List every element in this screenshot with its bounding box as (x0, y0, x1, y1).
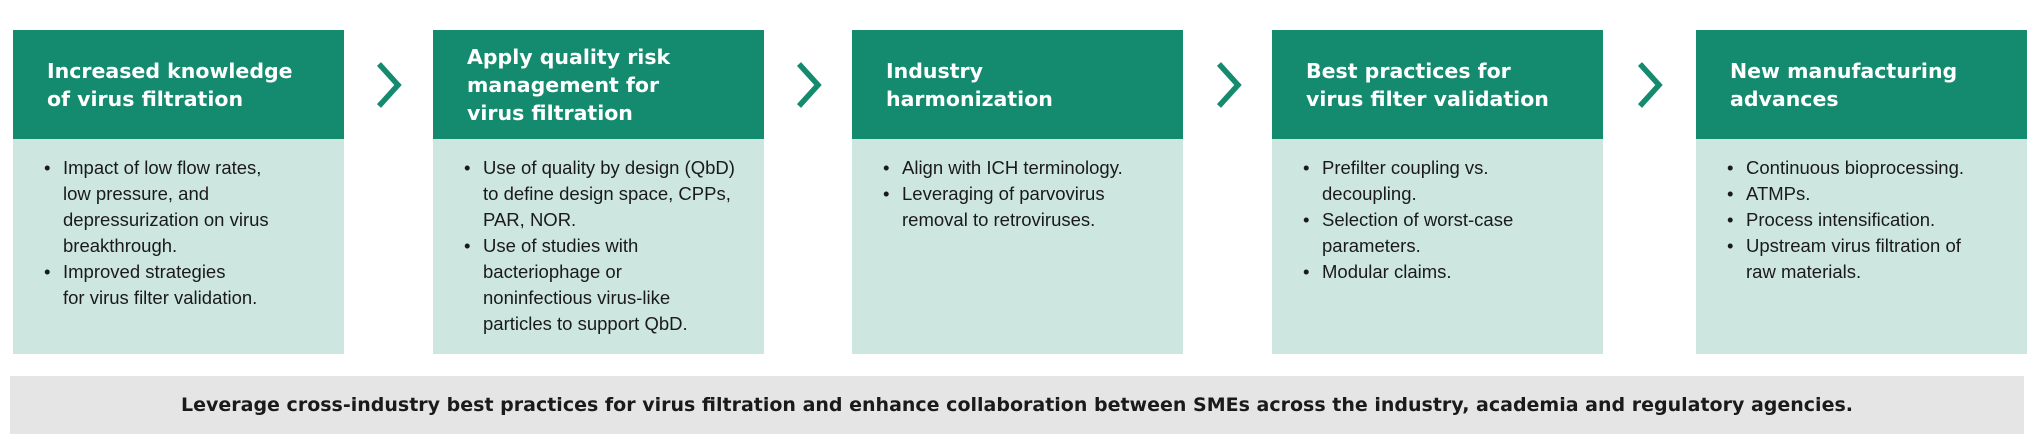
bullet-list: Prefilter coupling vs. decoupling. Selec… (1300, 155, 1593, 285)
column-risk-management: Apply quality risk management for virus … (433, 30, 764, 354)
column-body: Continuous bioprocessing. ATMPs. Process… (1696, 139, 2027, 285)
chevron-right-icon (376, 62, 402, 108)
column-header: Best practices for virus filter validati… (1272, 30, 1603, 139)
bullet-item: Impact of low flow rates, low pressure, … (41, 155, 334, 259)
bullet-list: Continuous bioprocessing. ATMPs. Process… (1724, 155, 2017, 285)
column-header: Increased knowledge of virus filtration (13, 30, 344, 139)
chevron-right-icon (1637, 62, 1663, 108)
bullet-item: ATMPs. (1724, 181, 2017, 207)
summary-banner: Leverage cross-industry best practices f… (10, 376, 2024, 434)
column-best-practices: Best practices for virus filter validati… (1272, 30, 1603, 354)
bullet-item: Leveraging of parvovirus removal to retr… (880, 181, 1173, 233)
bullet-list: Impact of low flow rates, low pressure, … (41, 155, 334, 311)
bullet-list: Use of quality by design (QbD) to define… (461, 155, 754, 337)
column-harmonization: Industry harmonization Align with ICH te… (852, 30, 1183, 354)
column-body: Impact of low flow rates, low pressure, … (13, 139, 344, 311)
column-body: Align with ICH terminology. Leveraging o… (852, 139, 1183, 233)
column-header: New manufacturing advances (1696, 30, 2027, 139)
bullet-item: Selection of worst-case parameters. (1300, 207, 1593, 259)
column-title: Apply quality risk management for virus … (467, 44, 671, 125)
column-knowledge: Increased knowledge of virus filtration … (13, 30, 344, 354)
column-body: Prefilter coupling vs. decoupling. Selec… (1272, 139, 1603, 285)
bullet-item: Improved strategies for virus filter val… (41, 259, 334, 311)
column-body: Use of quality by design (QbD) to define… (433, 139, 764, 337)
bullet-item: Process intensification. (1724, 207, 2017, 233)
column-manufacturing-advances: New manufacturing advances Continuous bi… (1696, 30, 2027, 354)
column-title: New manufacturing advances (1730, 58, 1958, 111)
bullet-item: Use of quality by design (QbD) to define… (461, 155, 754, 233)
bullet-item: Align with ICH terminology. (880, 155, 1173, 181)
chevron-right-icon (1216, 62, 1242, 108)
bullet-list: Align with ICH terminology. Leveraging o… (880, 155, 1173, 233)
bullet-item: Use of studies with bacteriophage or non… (461, 233, 754, 337)
bullet-item: Modular claims. (1300, 259, 1593, 285)
column-header: Industry harmonization (852, 30, 1183, 139)
banner-text: Leverage cross-industry best practices f… (181, 394, 1853, 416)
bullet-item: Prefilter coupling vs. decoupling. (1300, 155, 1593, 207)
column-title: Best practices for virus filter validati… (1306, 58, 1549, 111)
bullet-item: Upstream virus filtration of raw materia… (1724, 233, 2017, 285)
bullet-item: Continuous bioprocessing. (1724, 155, 2017, 181)
chevron-right-icon (796, 62, 822, 108)
column-title: Increased knowledge of virus filtration (47, 58, 293, 111)
column-title: Industry harmonization (886, 58, 1053, 111)
column-header: Apply quality risk management for virus … (433, 30, 764, 139)
